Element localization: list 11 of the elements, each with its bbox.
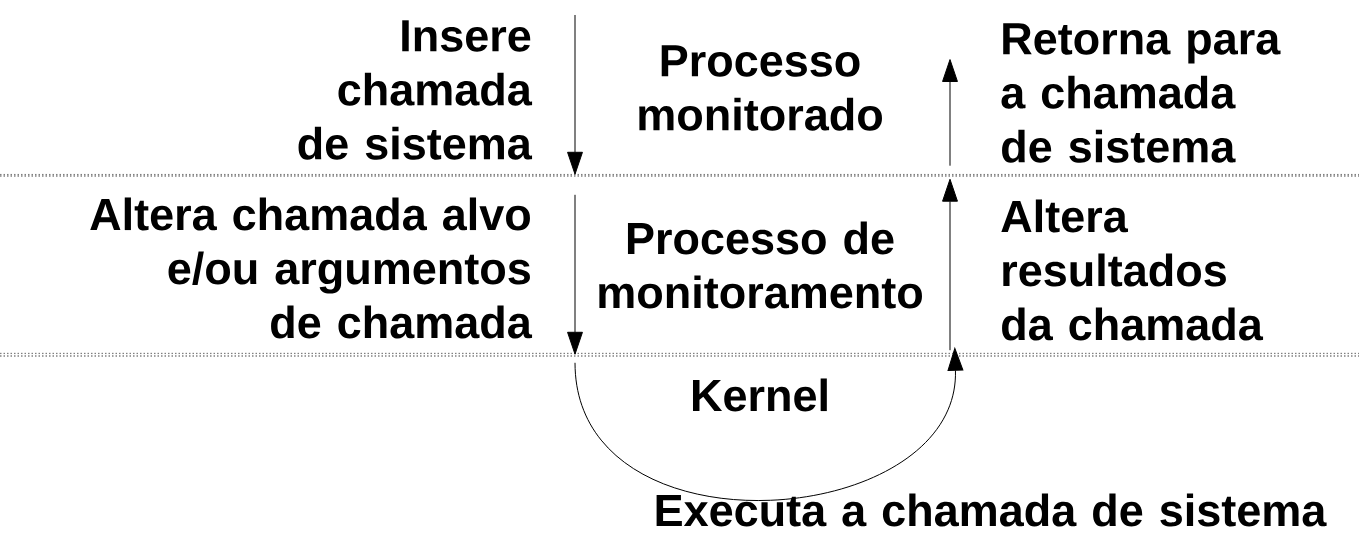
edge-label: Retorna para a chamada de sistema [1001,23,1281,163]
edge-label: Executa a chamada de sistema [656,493,1327,527]
edge-label: Altera chamada alvo e/ou argumentos de chamada [90,197,533,339]
arrow [942,59,958,167]
arrow [574,347,964,501]
arrow [567,14,583,175]
edge-label: Insere chamada de sistema [298,20,533,160]
layer-band: Kernel [0,355,1359,412]
edge-label: Altera resultados da chamada [1001,199,1264,341]
arrow [942,178,958,351]
arrow [567,194,583,355]
